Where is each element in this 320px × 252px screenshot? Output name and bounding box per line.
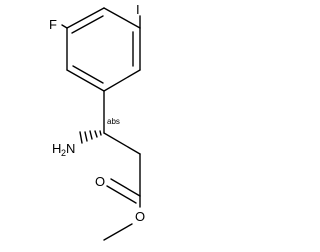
hashed-wedge-bond [79,130,102,144]
carbonyl-oxygen-label: O [95,174,105,189]
ch2-bond [103,132,141,155]
ring-bond-bottom-right [103,69,141,92]
o-methyl-bond [103,223,133,241]
amine-h-label: H [52,141,61,156]
amine-n-label: N [66,141,75,156]
fluorine-atom-label: F [49,17,57,32]
ester-oxygen-label: O [135,209,145,224]
ring-bond-top [66,7,105,29]
c-f-bond [61,24,68,29]
amine-subscript-label: 2 [61,148,66,158]
stereo-abs-label: abs [107,117,120,126]
benzene-ring [66,7,141,92]
iodine-atom-label: I [136,2,140,17]
ring-bond-top-right [103,7,141,29]
carbonyl-double-bond-a [110,178,141,197]
molecule-drawing: I F H 2 N abs O O [49,2,145,241]
carbonyl-double-bond-b [106,185,137,204]
ring-bond-bottom-left [66,69,105,92]
structure-diagram: I F H 2 N abs O O [0,0,154,252]
ring-bond-top-inner [71,15,104,34]
ring-bond-bottom-left-inner [72,65,104,84]
